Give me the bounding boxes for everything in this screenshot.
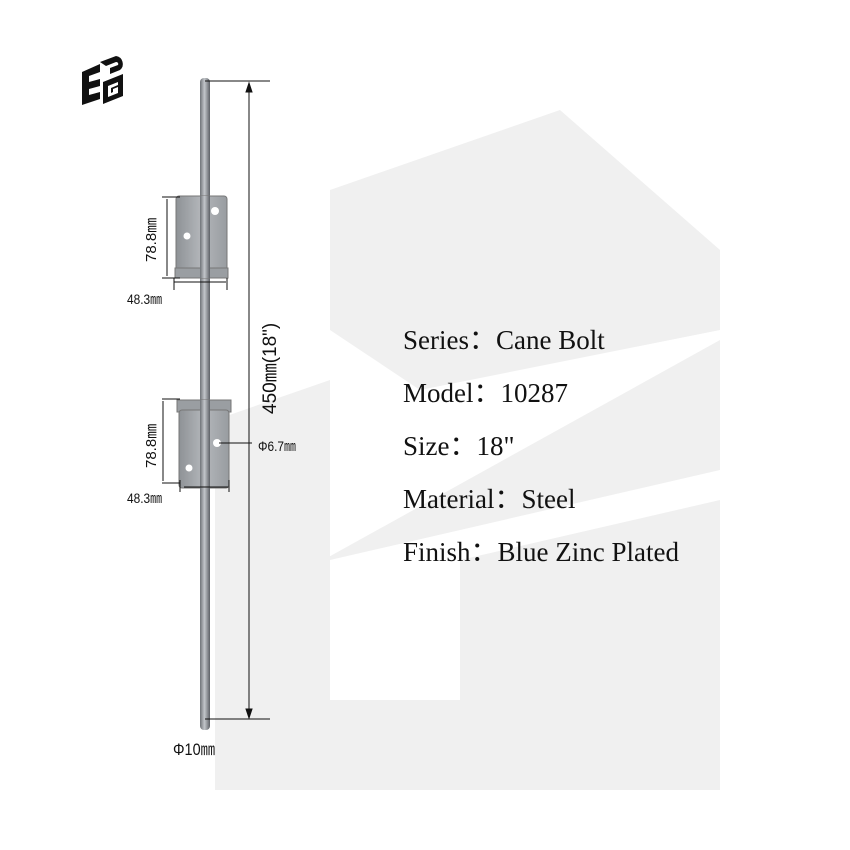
watermark-logo (215, 110, 720, 790)
dimension-lines (162, 80, 270, 720)
spec-finish: Finish：Blue Zinc Plated (403, 537, 679, 567)
top-bracket-width-label: 48.3㎜ (127, 291, 163, 307)
hole-diameter-label: Φ6.7㎜ (258, 438, 296, 454)
rod-diameter-label: Φ10㎜ (173, 740, 216, 759)
spec-size: Size：18" (403, 431, 515, 461)
bracket-bottom (176, 399, 232, 490)
spec-series: Series：Cane Bolt (403, 325, 605, 355)
epg-logo (82, 56, 123, 105)
bottom-bracket-height-label: 78.8㎜ (143, 423, 160, 468)
total-length-label: 450㎜(18") (260, 322, 281, 414)
spec-model: Model：10287 (403, 378, 568, 408)
bracket-top (174, 195, 229, 279)
top-bracket-height-label: 78.8㎜ (143, 217, 160, 262)
bottom-bracket-width-label: 48.3㎜ (127, 490, 163, 506)
spec-material: Material：Steel (403, 484, 576, 514)
